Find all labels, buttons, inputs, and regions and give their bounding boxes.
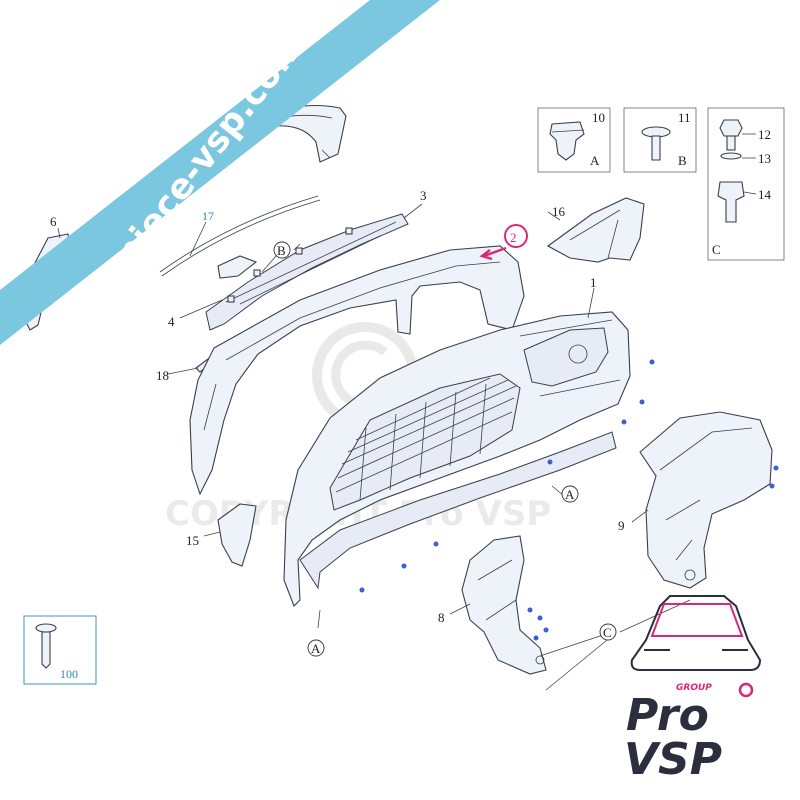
svg-text:13: 13 (758, 151, 771, 166)
svg-text:12: 12 (758, 127, 771, 142)
logo-car-outline (630, 595, 762, 671)
callout-1: 1 (590, 275, 597, 290)
letter-c-callout: C (603, 625, 612, 640)
fastener-dots (359, 359, 779, 641)
callout-8: 8 (438, 610, 445, 625)
part-1-foglight-housing (523, 327, 609, 387)
logo-group-text: GROUP (676, 683, 712, 693)
part-4-seal (217, 255, 258, 279)
part-1-lower-spoiler (299, 431, 617, 590)
banner-text: pro-piece-vsp.com (58, 26, 314, 337)
letter-b-callout: B (277, 243, 286, 258)
part-1-grille (329, 373, 521, 511)
part-16-deflector (546, 197, 645, 263)
provsp-logo: GROUP Pro VSP (624, 595, 762, 785)
callout-4: 4 (168, 314, 175, 329)
letter-callouts: B A A C (273, 241, 617, 657)
part-3-support (205, 213, 409, 331)
part-8-lower-bracket (461, 535, 547, 675)
letter-a-callout-bottom: A (311, 641, 321, 656)
callout-16: 16 (552, 204, 566, 219)
svg-text:14: 14 (758, 187, 772, 202)
logo-line1: Pro (626, 690, 709, 741)
part-9-arch-liner (639, 411, 773, 589)
svg-text:10: 10 (592, 110, 605, 125)
svg-text:B: B (678, 153, 687, 168)
callout-15: 15 (186, 533, 199, 548)
callout-17: 17 (202, 209, 214, 223)
svg-text:A: A (590, 153, 600, 168)
inset-box-12-14: 12 13 14 C (707, 107, 785, 261)
callout-6: 6 (50, 214, 57, 229)
logo-accent-mark (738, 682, 754, 698)
inset-box-10: 10 A (537, 107, 611, 173)
callout-18: 18 (156, 368, 169, 383)
svg-text:100: 100 (60, 667, 78, 681)
upper-bumper-shell (189, 245, 525, 496)
part-15-cover (217, 503, 257, 567)
callout-9: 9 (618, 518, 625, 533)
part-17-strip (159, 195, 319, 273)
callout-3: 3 (420, 188, 427, 203)
part-2-highlight (479, 224, 528, 261)
svg-text:C: C (712, 242, 721, 257)
inset-box-100: 100 (23, 615, 97, 685)
svg-text:11: 11 (678, 110, 691, 125)
logo-line2: VSP (624, 734, 722, 785)
part-3-clips (227, 227, 353, 303)
inset-box-11: 11 B (623, 107, 697, 173)
leader-lines (57, 131, 691, 691)
letter-a-callout-right: A (565, 487, 575, 502)
callout-2: 2 (510, 230, 517, 245)
